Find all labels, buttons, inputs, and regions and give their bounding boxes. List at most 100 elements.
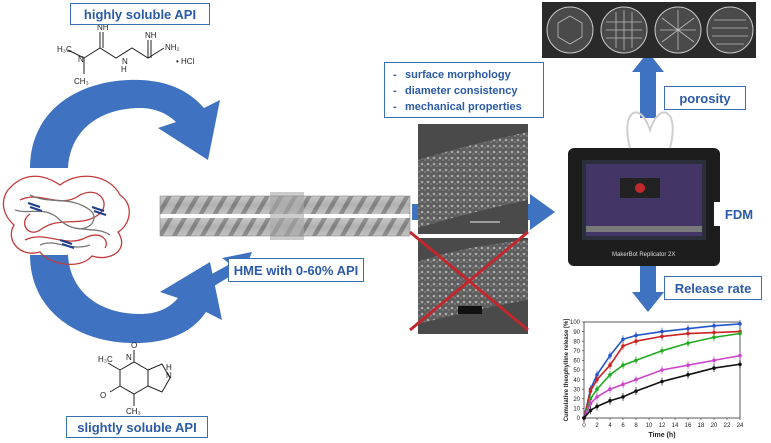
slightly-soluble-api-label: slightly soluble API	[66, 416, 208, 438]
data-point	[634, 377, 638, 382]
x-axis-label: Time (h)	[648, 432, 675, 439]
hcl-label: • HCl	[176, 57, 195, 66]
series-line	[583, 332, 741, 419]
filament-properties-box: - surface morphology - diameter consiste…	[384, 62, 544, 118]
x-tick-label: 0	[582, 423, 586, 429]
data-point	[621, 382, 625, 387]
data-point	[595, 373, 599, 377]
y-tick-label: 60	[573, 359, 580, 365]
data-point	[608, 387, 612, 392]
data-point	[634, 358, 638, 363]
extruder-screws-image	[159, 192, 411, 240]
property-item: - mechanical properties	[393, 99, 535, 115]
lower-curved-arrow	[30, 255, 222, 344]
data-point	[712, 324, 716, 328]
data-point	[621, 337, 625, 342]
slightly-soluble-api-text: slightly soluble API	[77, 419, 197, 435]
x-tick-label: 20	[711, 423, 718, 429]
property-text: mechanical properties	[405, 101, 522, 113]
data-point	[686, 341, 690, 345]
x-tick-label: 2	[595, 423, 599, 429]
data-point	[660, 379, 664, 384]
highly-soluble-api-label: highly soluble API	[70, 3, 210, 25]
data-point	[712, 335, 716, 340]
data-point	[712, 358, 716, 363]
data-point	[608, 373, 612, 377]
svg-text:NH: NH	[145, 31, 157, 40]
data-point	[738, 362, 742, 367]
x-tick-label: 22	[724, 423, 731, 429]
svg-text:CH₃: CH₃	[126, 407, 141, 416]
fdm-printer-image	[568, 111, 720, 266]
svg-text:H₃C: H₃C	[57, 45, 72, 54]
y-tick-label: 30	[573, 387, 580, 393]
slightly-soluble-molecule-icon	[107, 350, 171, 406]
data-point	[738, 322, 742, 326]
svg-text:H: H	[166, 363, 172, 372]
data-point	[588, 408, 593, 413]
svg-text:N: N	[122, 57, 128, 66]
data-point	[608, 363, 612, 368]
property-item: - diameter consistency	[393, 83, 535, 99]
series-line	[583, 330, 741, 419]
release-rate-text: Release rate	[674, 280, 752, 296]
data-point	[595, 387, 599, 392]
data-point	[712, 366, 716, 370]
porosity-text: porosity	[679, 90, 731, 106]
polymer-api-tangle-icon	[2, 175, 130, 266]
svg-text:H: H	[121, 65, 127, 74]
to-porosity-arrow	[632, 52, 664, 118]
to-release-arrow	[632, 264, 664, 312]
series-line	[583, 323, 741, 419]
svg-text:H₃C: H₃C	[98, 355, 113, 364]
x-tick-label: 4	[608, 423, 612, 429]
y-tick-label: 100	[570, 320, 581, 326]
data-point	[686, 326, 690, 331]
y-tick-label: 0	[577, 416, 581, 422]
y-tick-label: 50	[573, 368, 580, 374]
data-point	[634, 339, 638, 344]
data-point	[660, 349, 664, 353]
property-marker: -	[393, 69, 397, 81]
property-marker: -	[393, 101, 397, 113]
y-tick-label: 90	[573, 330, 580, 336]
svg-text:NH₂: NH₂	[165, 43, 180, 52]
data-point	[686, 331, 690, 336]
property-item: - surface morphology	[393, 67, 535, 83]
slightly-soluble-molecule-atoms: O O N CH₃ H₃C N H	[98, 341, 172, 416]
property-marker: -	[393, 85, 397, 97]
data-point	[588, 397, 593, 401]
x-tick-label: 14	[672, 423, 679, 429]
data-point	[608, 353, 612, 358]
x-tick-label: 10	[646, 423, 653, 429]
x-tick-label: 18	[698, 423, 705, 429]
data-point	[621, 395, 625, 399]
svg-text:N: N	[78, 55, 84, 64]
property-text: surface morphology	[405, 69, 511, 81]
svg-text:O: O	[131, 341, 137, 350]
x-tick-label: 16	[685, 423, 692, 429]
series-line	[583, 354, 741, 419]
x-tick-label: 12	[659, 423, 666, 429]
y-tick-label: 40	[573, 378, 580, 384]
svg-text:N: N	[126, 353, 132, 362]
data-point	[660, 329, 664, 334]
data-point	[686, 373, 690, 377]
data-point	[634, 333, 638, 338]
svg-text:N: N	[166, 371, 172, 380]
sem-filament-image-top	[418, 124, 528, 234]
y-tick-label: 10	[573, 407, 580, 413]
x-tick-label: 6	[621, 423, 625, 429]
data-point	[595, 377, 599, 382]
property-text: diameter consistency	[405, 85, 518, 97]
data-point	[660, 334, 664, 339]
fdm-label: FDM	[714, 202, 764, 226]
printer-brand-label: MakerBot Replicator 2X	[612, 252, 675, 258]
x-tick-label: 24	[737, 423, 744, 429]
svg-text:CH₃: CH₃	[74, 77, 89, 86]
data-point	[588, 389, 593, 393]
data-point	[621, 363, 625, 368]
data-point	[621, 344, 625, 348]
